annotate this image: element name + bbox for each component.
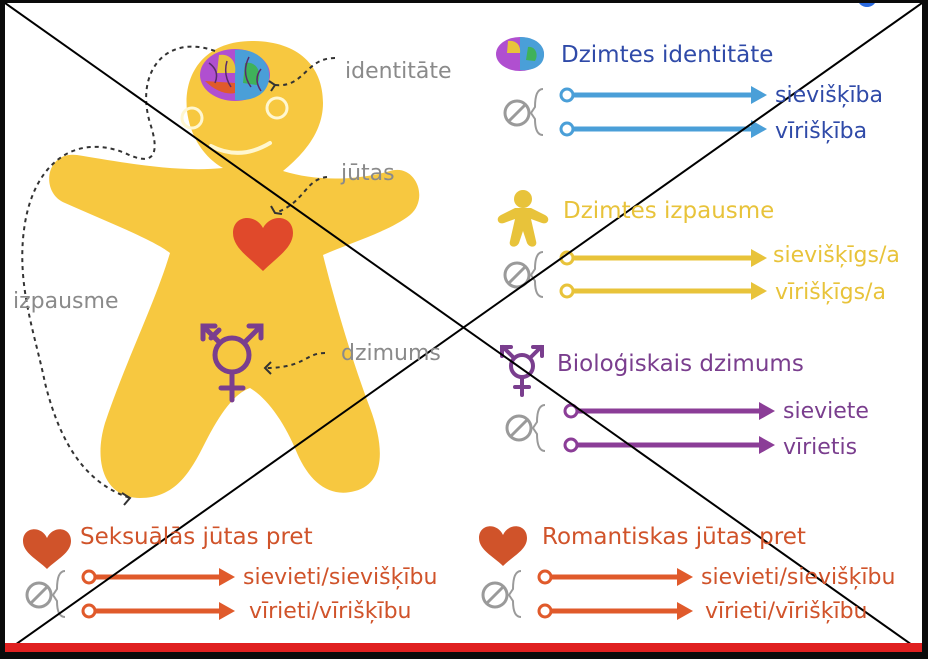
item-label: sievišķīgs/a [773,243,900,268]
heart-icon [233,217,293,271]
spectrum-arrow [559,86,767,104]
label-identity: identitāte [345,59,452,84]
item-label: sievieti/sievišķību [243,565,438,590]
diagram-canvas: identitāte jūtas izpausme dzimums Dzimte… [5,3,922,652]
none-icon [25,581,53,609]
section-title-sex: Bioloģiskais dzimums [557,351,804,377]
diagram-art [5,3,922,652]
bottom-bar [5,643,922,652]
item-label: sievieti/sievišķību [701,565,896,590]
none-icon [481,581,509,609]
item-label: vīrišķīgs/a [775,280,886,305]
item-label: vīrišķība [775,119,868,144]
gingerbread-person-icon [497,190,549,247]
brace [507,570,522,618]
section-title-romantic: Romantiskas jūtas pret [542,524,806,550]
spectrum-arrow [563,402,775,420]
smile [209,141,272,155]
spectrum-arrow [81,602,235,620]
none-icon [505,414,533,442]
heart-icon [23,529,71,569]
spectrum-arrow [559,120,767,138]
spectrum-arrow [81,568,235,586]
spectrum-arrow [563,436,775,454]
brace [51,570,66,618]
brace [529,88,544,136]
section-title-sexual: Seksuālās jūtas pret [80,524,313,550]
corner-dot [859,3,875,7]
label-expression: izpausme [13,289,119,314]
section-title-expression: Dzimtes izpausme [563,198,775,224]
none-icon [503,261,531,289]
brain-icon [200,49,270,101]
transgender-symbol-icon [500,345,544,397]
brace [529,251,544,298]
item-label: vīrieti/vīrišķību [249,599,412,624]
spectrum-arrow [537,602,693,620]
heart-icon [479,526,527,566]
spectrum-arrow [537,568,693,586]
item-label: sievišķība [775,83,884,108]
eye-right [265,96,289,120]
gingerbread-figure [49,41,420,498]
label-sex: dzimums [341,341,441,366]
brain-icon [496,37,545,71]
brace [531,404,546,452]
item-label: vīrietis [783,435,858,460]
section-title-identity: Dzimtes identitāte [561,42,774,68]
cross-line-2 [5,3,922,652]
spectrum-arrow [559,282,767,300]
eye-left [180,106,204,130]
spectrum-arrow [559,249,767,267]
none-icon [503,99,531,127]
leader-lines [21,45,336,506]
label-feelings: jūtas [341,161,395,186]
arrows-layer [25,86,775,620]
item-label: sieviete [783,399,869,424]
item-label: vīrieti/vīrišķību [705,599,868,624]
transgender-symbol-icon [200,323,264,403]
